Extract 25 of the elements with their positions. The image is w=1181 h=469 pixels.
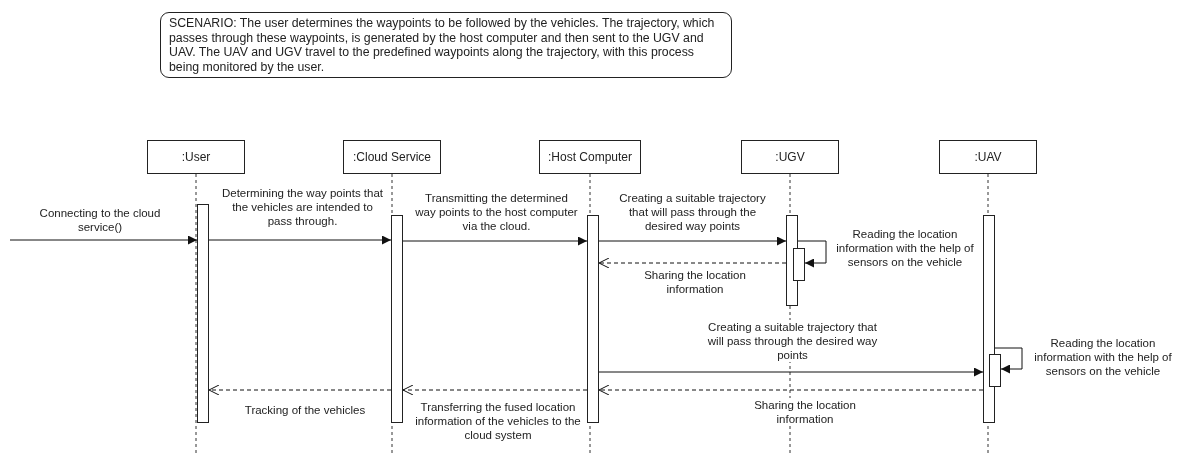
edge-label: Determining the way points that the vehicles are intended to pass through. (220, 186, 385, 228)
edge-label: Transmitting the determined way points to the host computer via the cloud. (414, 191, 579, 233)
activation-bar (793, 248, 805, 281)
message-arrow (598, 236, 787, 246)
dashed-return-arrow (402, 384, 588, 396)
participant-box: :UAV (939, 140, 1037, 174)
participant-box: :UGV (741, 140, 839, 174)
activation-bar (989, 354, 1001, 387)
message-arrow (598, 367, 984, 377)
dashed-return-arrow (208, 384, 392, 396)
message-arrow (208, 235, 392, 245)
participant-box: :User (147, 140, 245, 174)
activation-bar (391, 215, 403, 423)
dashed-return-arrow (598, 257, 787, 269)
participant-box: :Cloud Service (343, 140, 441, 174)
scenario-note: SCENARIO: The user determines the waypoints to be followed by the vehicles. The trajectory, which passes through these waypoints, is generated by the host computer and then sent to the UGV and UAV. The UAV and UGV travel to the predefined waypoints along the trajectory, with this process being monitored by the user. (160, 12, 732, 78)
activation-bar (983, 215, 995, 423)
message-arrow (994, 347, 1023, 374)
participant-box: :Host Computer (539, 140, 641, 174)
message-arrow (797, 240, 827, 268)
dashed-return-arrow (598, 384, 984, 396)
activation-bar (587, 215, 599, 423)
message-arrow (9, 235, 198, 245)
message-arrow (402, 236, 588, 246)
activation-bar (197, 204, 209, 423)
